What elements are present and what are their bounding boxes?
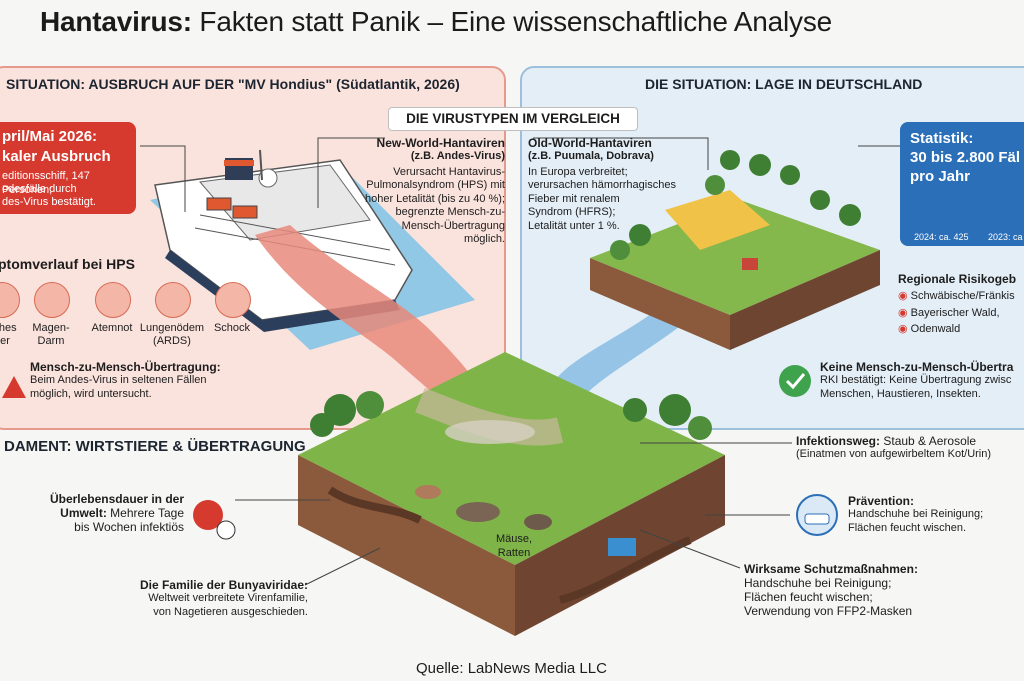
map-pin-icon: ◉	[898, 306, 908, 319]
page-title: Hantavirus: Fakten statt Panik – Eine wi…	[40, 6, 833, 37]
symptom-label: Atemnot	[91, 322, 133, 334]
stomach-icon	[34, 282, 70, 318]
germany-panel-header: DIE SITUATION: LAGE IN DEUTSCHLAND	[645, 76, 923, 92]
map-pin-icon: ◉	[898, 323, 908, 335]
praevention-block: Prävention: Handschuhe bei Reinigung; Fl…	[848, 494, 984, 534]
symptom-label: ches er	[0, 322, 17, 347]
map-pin-icon: ◉	[898, 290, 908, 302]
symptoms-title: ptomverlauf bei HPS	[0, 256, 135, 272]
virus-flow-blue	[518, 290, 700, 470]
schutz-block: Wirksame Schutzmaßnahmen: Handschuhe bei…	[744, 562, 918, 618]
m2m-left-block: Mensch-zu-Mensch-Übertragung: Beim Andes…	[30, 360, 221, 400]
broken-heart-icon	[215, 282, 251, 318]
warning-triangle	[2, 376, 26, 398]
leader-lines	[140, 137, 900, 586]
virustypes-header: DIE VIRUSTYPEN IM VERGLEICH	[388, 107, 638, 131]
virus-illustration	[193, 500, 223, 530]
regions-block: Regionale Risikogeb ◉ Schwäbische/Fränki…	[898, 272, 1017, 335]
old-world-block: Old-World-Hantaviren (z.B. Puumala, Dobr…	[528, 136, 676, 232]
source-caption: Quelle: LabNews Media LLC	[416, 660, 607, 677]
new-world-block: New-World-Hantaviren (z.B. Andes-Virus) …	[364, 136, 505, 245]
mice-label: Mäuse, Ratten	[495, 533, 533, 559]
infektionsweg-block: Infektionsweg: Staub & Aerosole (Einatme…	[796, 434, 992, 460]
statistik-box: Statistik: 30 bis 2.800 Fäl pro Jahr 202…	[900, 122, 1024, 246]
ground-cross-section	[298, 352, 725, 636]
outbreak-panel-header: SITUATION: AUSBRUCH AUF DER "MV Hondius"…	[6, 76, 460, 92]
farmland-illustration	[590, 150, 880, 350]
virus-flow-red	[255, 225, 512, 470]
bunya-block: Die Familie der Bunyaviridae: Weltweit v…	[139, 578, 308, 618]
foundation-header: DAMENT: WIRTSTIERE & ÜBERTRAGUNG	[4, 438, 306, 455]
symptom-label: Schock	[213, 322, 251, 334]
check-circle-bg	[779, 365, 811, 397]
outbreak-box: pril/Mai 2026: kaler Ausbruch editionssc…	[0, 122, 136, 214]
symptom-label: Magen- Darm	[32, 322, 70, 347]
lung-edema-icon	[155, 282, 191, 318]
symptom-label: Lungenödem (ARDS)	[139, 322, 205, 347]
lungs-icon	[95, 282, 131, 318]
survival-block: Überlebensdauer in der Umwelt: Mehrere T…	[49, 492, 184, 534]
no-m2m-block: Keine Mensch-zu-Mensch-Übertra RKI bestä…	[820, 360, 1014, 400]
